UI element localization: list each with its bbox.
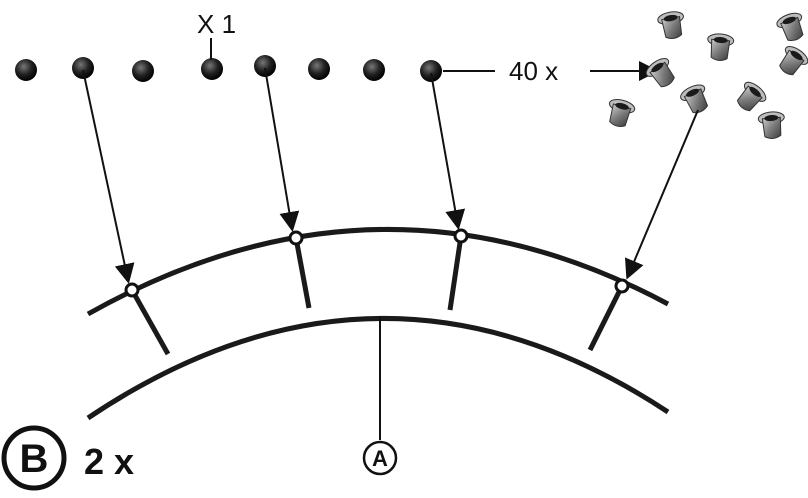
eyelet-icon bbox=[774, 9, 808, 45]
eyelet-dot bbox=[201, 58, 223, 80]
eyelet-icon bbox=[656, 9, 688, 42]
part-b-circle bbox=[1, 425, 67, 491]
eyelet-hole bbox=[124, 282, 140, 298]
eyelet-hole bbox=[288, 230, 304, 246]
assembly-arrows bbox=[82, 67, 699, 284]
part-a-circle bbox=[362, 440, 398, 476]
label-x1: X 1 bbox=[197, 9, 236, 39]
eyelet-hole bbox=[453, 228, 469, 244]
eyelet-icon bbox=[757, 110, 787, 141]
eyelet-icon bbox=[677, 81, 714, 118]
eyelet-dot bbox=[308, 58, 330, 80]
eyelet-dot-row bbox=[15, 55, 442, 82]
arrow-line bbox=[82, 69, 135, 284]
spoke bbox=[293, 237, 312, 309]
eyelet-holes bbox=[124, 228, 630, 298]
eyelet-dot bbox=[363, 59, 385, 81]
arrow-line bbox=[264, 67, 300, 232]
eyelet-icon bbox=[642, 54, 681, 93]
eyelet-dot bbox=[132, 60, 154, 82]
eyelet-icon bbox=[603, 96, 637, 130]
spoke bbox=[447, 235, 464, 311]
arrow-line bbox=[430, 72, 466, 230]
eyelet-dot bbox=[15, 59, 37, 81]
spoke bbox=[587, 284, 625, 352]
eyelet-dot bbox=[420, 60, 442, 82]
part-b-label: B bbox=[20, 437, 49, 481]
arrow-line bbox=[625, 109, 699, 280]
inner-arc bbox=[86, 316, 670, 421]
eyelet-icon bbox=[773, 42, 808, 81]
part-b-quantity: 2 x bbox=[84, 441, 134, 482]
label-count-40: 40 x bbox=[509, 56, 558, 86]
eyelet-dot bbox=[254, 55, 276, 77]
frame-spokes bbox=[129, 235, 625, 356]
part-a-label: A bbox=[372, 446, 388, 471]
spoke bbox=[129, 288, 171, 356]
outer-arc bbox=[86, 227, 670, 317]
eyelet-pile bbox=[603, 9, 808, 141]
eyelet-icon bbox=[705, 32, 735, 63]
eyelet-icon bbox=[731, 78, 770, 117]
eyelet-hole bbox=[614, 278, 630, 294]
eyelet-dot bbox=[72, 57, 94, 79]
